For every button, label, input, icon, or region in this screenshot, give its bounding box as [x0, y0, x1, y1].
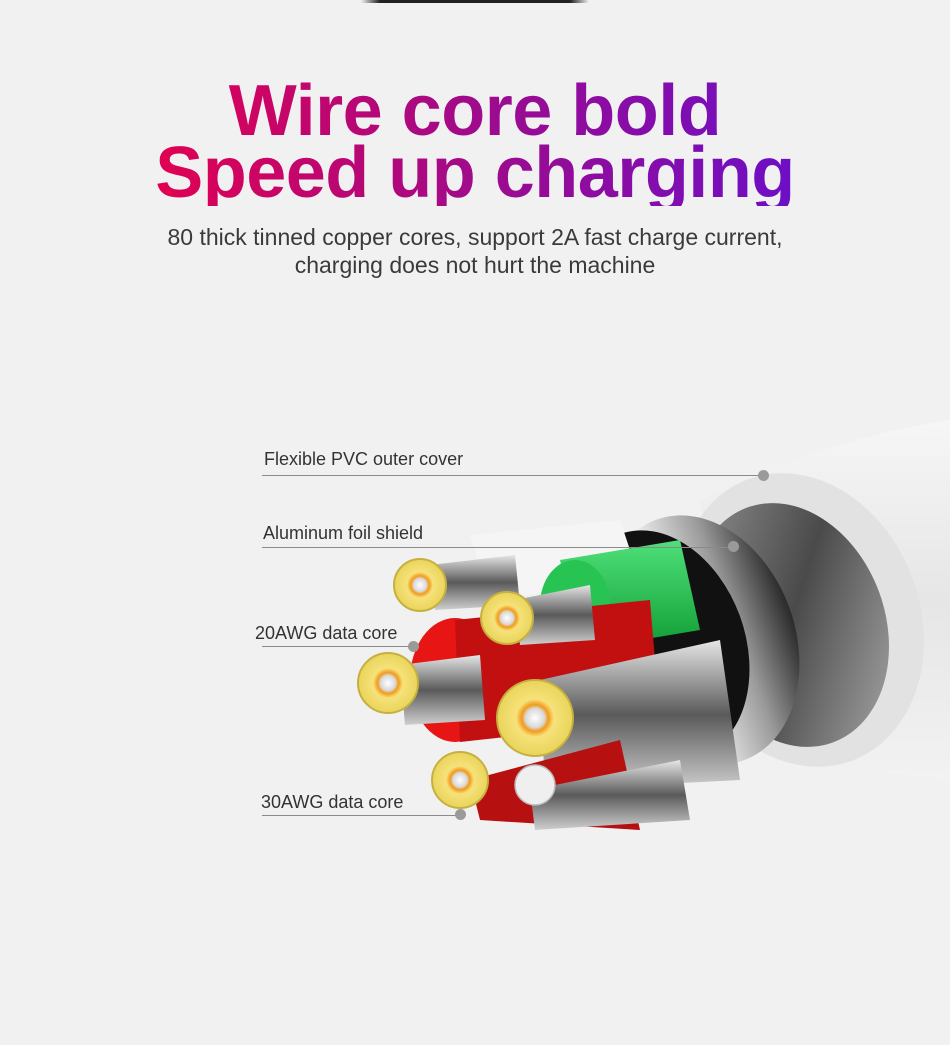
- leader-line-pvc: [262, 475, 764, 476]
- headline-line-1: Wire core bold: [0, 75, 950, 147]
- subtitle-line-2: charging does not hurt the machine: [294, 252, 656, 278]
- headline-line-2: Speed up charging: [0, 137, 950, 209]
- top-border: [0, 0, 950, 3]
- leader-line-30awg: [262, 815, 462, 816]
- pointer-dot-30awg: [455, 809, 466, 820]
- pointer-dot-foil: [728, 541, 739, 552]
- label-pvc-outer-cover: Flexible PVC outer cover: [264, 449, 464, 469]
- leader-line-20awg: [262, 646, 414, 647]
- pointer-dot-pvc: [758, 470, 769, 481]
- label-20awg-data-core: 20AWG data core: [255, 623, 398, 643]
- leader-line-foil: [262, 547, 734, 548]
- cable-cross-section-diagram: Flexible PVC outer cover Aluminum foil s…: [0, 300, 950, 900]
- label-30awg-data-core: 30AWG data core: [261, 792, 404, 812]
- cable-illustration: [357, 420, 950, 830]
- pointer-dot-20awg: [408, 641, 419, 652]
- subtitle-line-1: 80 thick tinned copper cores, support 2A…: [167, 224, 783, 250]
- label-aluminum-foil-shield: Aluminum foil shield: [263, 523, 424, 543]
